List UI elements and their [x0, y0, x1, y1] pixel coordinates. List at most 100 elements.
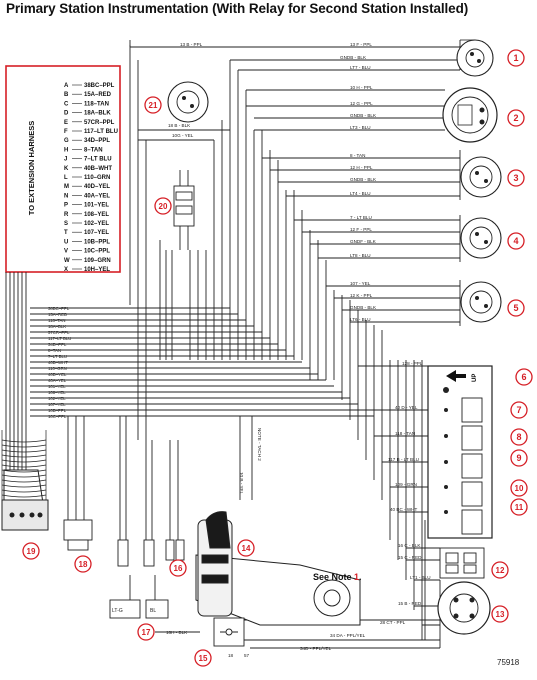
- callout-number: 19: [27, 547, 36, 556]
- up-arrow-icon: [446, 370, 466, 382]
- switch-15: [213, 617, 245, 647]
- pin-letter: P: [64, 203, 68, 209]
- harness-tag: 10C–PPL: [48, 414, 67, 419]
- callout-number: 5: [513, 303, 518, 313]
- relay-panel: UP: [427, 365, 493, 539]
- callout-3: 3: [507, 169, 525, 187]
- pin-wire: 40A–YEL: [84, 193, 110, 199]
- harness-tags: 38BC–PPL15A–RED118–TAN18A–BLK57CR–PPL117…: [48, 306, 71, 419]
- pin-wire: 109–GRN: [84, 258, 111, 264]
- callout-21: 21: [144, 96, 162, 114]
- callout-number: 15: [199, 654, 208, 663]
- harness-rib: [1, 489, 47, 493]
- callout-circle: [515, 368, 533, 386]
- pin-letter: H: [64, 147, 68, 153]
- harness-label: TO EXTENSION HARNESS: [27, 121, 36, 215]
- callout-number: 2: [513, 113, 518, 123]
- pin-wire: 40D–YEL: [84, 184, 110, 190]
- callout-circle: [510, 498, 528, 516]
- harness-tag: 10B–PPL: [48, 408, 67, 413]
- harness-sleeve: [1, 430, 47, 500]
- harness-rib: [1, 444, 47, 448]
- wire-label: 12 G - PPL: [350, 101, 373, 106]
- relay-label: LT-G: [112, 608, 123, 614]
- callout-12: 12: [491, 561, 509, 579]
- callout-circle: [507, 299, 525, 317]
- page-title: Primary Station Instrumentation (With Re…: [6, 1, 469, 16]
- wire-label: 12 K - PPL: [350, 293, 373, 298]
- callout-number: 8: [516, 432, 521, 442]
- wire-label: 128 - PPL: [402, 361, 423, 366]
- callout-circle: [169, 559, 187, 577]
- harness-tag: 108–YEL: [48, 390, 66, 395]
- callout-number: 13: [496, 610, 505, 619]
- callout-number: 1: [513, 53, 518, 63]
- gauge-2: [442, 87, 498, 143]
- pin-row: N 40A–YEL: [64, 193, 110, 199]
- gauge-wires: [30, 40, 461, 649]
- harness-rib: [1, 454, 47, 458]
- harness-leads: [5, 272, 27, 470]
- pin-letter: D: [64, 111, 69, 117]
- callout-number: 3: [513, 173, 518, 183]
- wire-label: 12 F - PPL: [350, 227, 372, 232]
- wire-label: 13 B - PPL: [180, 42, 203, 47]
- harness-tag: 40A–YEL: [48, 378, 67, 383]
- callout-6: 6: [515, 368, 533, 386]
- connector-20: [173, 170, 195, 250]
- pin-letter: E: [64, 120, 68, 126]
- wire-label: LT4 - BLU: [350, 191, 371, 196]
- callout-20: 20: [154, 197, 172, 215]
- pin-wire: 8–TAN: [84, 147, 103, 153]
- key-switch-13: [437, 581, 491, 635]
- harness-tag: 107–YEL: [48, 402, 66, 407]
- harness-rib: [1, 469, 47, 473]
- callout-number: 9: [516, 453, 521, 463]
- wire-label: GNDB - BLK: [350, 177, 377, 182]
- wire-label: 8 - TAN: [350, 153, 365, 158]
- harness-rib: [1, 459, 47, 463]
- harness-rib: [1, 474, 47, 478]
- callout-1: 1: [507, 49, 525, 67]
- callout-circle: [510, 428, 528, 446]
- callout-circle: [510, 401, 528, 419]
- harness-tag: 34D–PPL: [48, 342, 67, 347]
- callout-11: 11: [510, 498, 528, 516]
- pin-wire: 10H–YEL: [84, 267, 110, 273]
- callout-circle: [507, 232, 525, 250]
- relay-label: BL: [150, 608, 156, 614]
- wire-label: GNDF - BLK: [350, 239, 377, 244]
- callout-circle: [491, 561, 509, 579]
- wire-label: 118 - TAN: [395, 431, 415, 436]
- pin-wire: 10C–PPL: [84, 249, 110, 255]
- wire-label: LT7 - BLU: [350, 65, 371, 70]
- pin-wire: 57CR–PPL: [84, 120, 115, 126]
- callout-13: 13: [491, 605, 509, 623]
- callout-circle: [507, 109, 525, 127]
- wire-label: 16H - BLK: [166, 630, 188, 635]
- callout-circle: [507, 49, 525, 67]
- pin-wire: 108–YEL: [84, 212, 109, 218]
- harness-rib: [1, 464, 47, 468]
- pin-letter: N: [64, 193, 68, 199]
- harness-tag: 15A–RED: [48, 312, 67, 317]
- pin-wire: 117–LT BLU: [84, 129, 118, 135]
- callout-number: 20: [159, 202, 168, 211]
- harness-tag: 101–YEL: [48, 384, 66, 389]
- pin-wire: 110–GRN: [84, 175, 110, 181]
- callout-number: 18: [79, 560, 88, 569]
- note-ref-text: See Note: [313, 572, 352, 582]
- callout-circle: [491, 605, 509, 623]
- callout-19: 19: [22, 542, 40, 560]
